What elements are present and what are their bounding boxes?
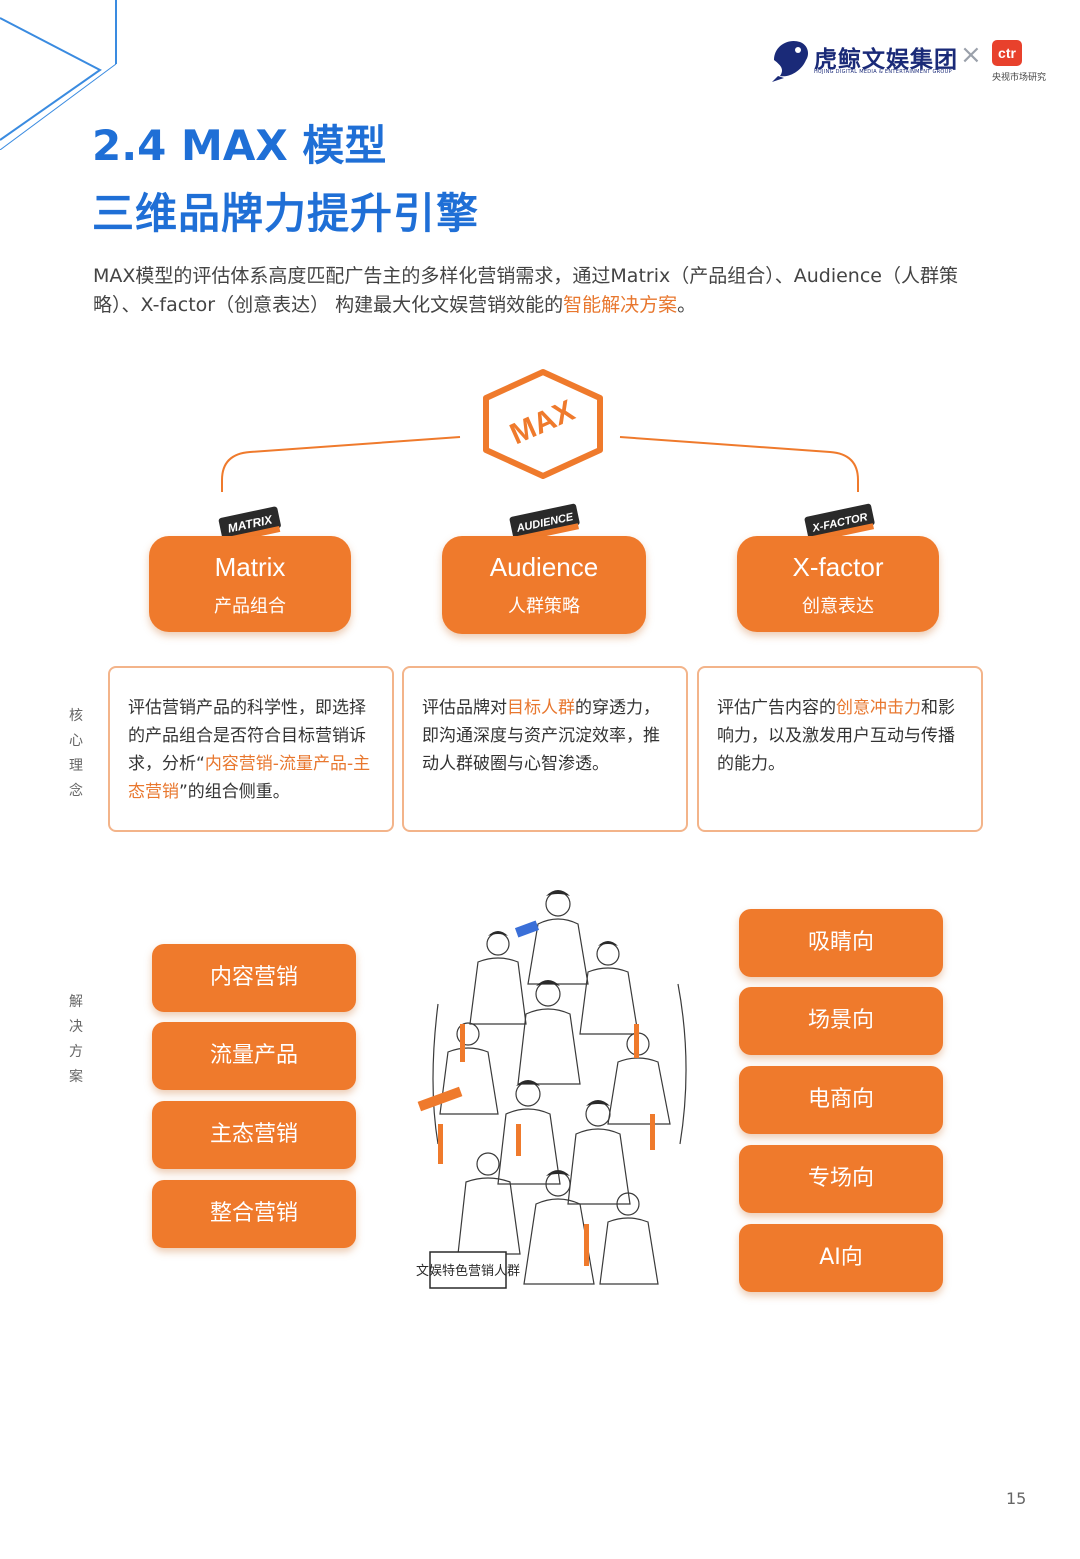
- brand-subtitle: HUJING DIGITAL MEDIA & ENTERTAINMENT GRO…: [814, 69, 952, 75]
- solution-label-text: 解决方案: [69, 994, 83, 1085]
- pillar-audience: Audience 人群策略: [442, 536, 646, 634]
- crowd-illustration: 文娱特色营销人群: [416, 890, 687, 1289]
- intro-text: MAX模型的评估体系高度匹配广告主的多样化营销需求，通过Matrix（产品组合）…: [93, 265, 958, 316]
- concept-highlight: 目标人群: [507, 698, 575, 718]
- solution-owner-marketing: 主态营销: [152, 1101, 356, 1169]
- section-subtitle: 三维品牌力提升引擎: [92, 189, 480, 238]
- concept-text: 评估广告内容的创意冲击力和影响力，以及激发用户互动与传播的能力。: [717, 694, 967, 778]
- concept-pre: 评估品牌对: [422, 698, 507, 718]
- solution-integrated-marketing: 整合营销: [152, 1180, 356, 1248]
- solution-ecommerce: 电商向: [739, 1066, 943, 1134]
- pillar-subtitle: 创意表达: [802, 596, 874, 617]
- concept-pre: 评估广告内容的: [717, 698, 836, 718]
- solution-special-event: 专场向: [739, 1145, 943, 1213]
- solution-content-marketing: 内容营销: [152, 944, 356, 1012]
- xfactor-badge: X-FACTOR: [804, 503, 875, 543]
- max-hexagon: [483, 369, 603, 479]
- ctr-logo: ctr: [992, 40, 1022, 66]
- concept-matrix: 评估营销产品的科学性，即选择的产品组合是否符合目标营销诉求，分析“内容营销-流量…: [108, 666, 394, 832]
- solution-eye-catching: 吸睛向: [739, 909, 943, 977]
- whale-logo-icon: [772, 40, 808, 82]
- pillar-subtitle: 产品组合: [214, 596, 286, 617]
- section-title: 2.4 MAX 模型: [92, 121, 387, 170]
- solution-ai: AI向: [739, 1224, 943, 1292]
- concept-text: 评估营销产品的科学性，即选择的产品组合是否符合目标营销诉求，分析“内容营销-流量…: [128, 694, 378, 806]
- concept-post: 和影响力，以及激发用户互动与传播的能力。: [717, 698, 955, 774]
- intro-end: 。: [677, 294, 697, 316]
- pillar-xfactor: X-factor 创意表达: [737, 536, 939, 632]
- concept-audience: 评估品牌对目标人群的穿透力，即沟通深度与资产沉淀效率，推动人群破圈与心智渗透。: [402, 666, 688, 832]
- illustration-caption: 文娱特色营销人群: [416, 1263, 520, 1279]
- core-label-text: 核心理念: [69, 708, 83, 799]
- intro-highlight: 智能解决方案: [563, 294, 678, 316]
- pillar-title: Matrix: [214, 552, 286, 582]
- concept-pre: 评估营销产品的科学性，即选择的产品组合是否符合目标营销诉求，分析“: [128, 698, 366, 774]
- pillar-title: Audience: [489, 552, 599, 582]
- solution-label: 解决方案: [66, 990, 86, 1090]
- page-number: 15: [1006, 1489, 1027, 1508]
- brand-name: 虎鲸文娱集团: [814, 47, 958, 73]
- intro-paragraph: MAX模型的评估体系高度匹配广告主的多样化营销需求，通过Matrix（产品组合）…: [93, 262, 973, 320]
- concept-xfactor: 评估广告内容的创意冲击力和影响力，以及激发用户互动与传播的能力。: [697, 666, 983, 832]
- header-logos: 虎鲸文娱集团 HUJING DIGITAL MEDIA & ENTERTAINM…: [770, 36, 1060, 88]
- concept-text: 评估品牌对目标人群的穿透力，即沟通深度与资产沉淀效率，推动人群破圈与心智渗透。: [422, 694, 672, 778]
- core-concept-label: 核心理念: [66, 704, 86, 804]
- pillar-title: X-factor: [792, 552, 884, 582]
- logo-separator: ×: [960, 40, 982, 70]
- concept-post: 的穿透力，即沟通深度与资产沉淀效率，推动人群破圈与心智渗透。: [422, 698, 660, 774]
- solution-traffic-product: 流量产品: [152, 1022, 356, 1090]
- concept-highlight: 内容营销-流量产品-主态营销: [128, 754, 371, 802]
- concept-post: ”的组合侧重。: [179, 782, 290, 802]
- solution-scenario: 场景向: [739, 987, 943, 1055]
- max-connector-diagram: MAX: [221, 369, 859, 492]
- pillar-matrix: Matrix 产品组合: [149, 536, 351, 632]
- audience-badge: AUDIENCE: [509, 503, 580, 543]
- pillar-subtitle: 人群策略: [508, 596, 580, 617]
- corner-decoration: [0, 0, 117, 150]
- concept-highlight: 创意冲击力: [836, 698, 921, 718]
- partner-name: 央视市场研究: [992, 73, 1047, 83]
